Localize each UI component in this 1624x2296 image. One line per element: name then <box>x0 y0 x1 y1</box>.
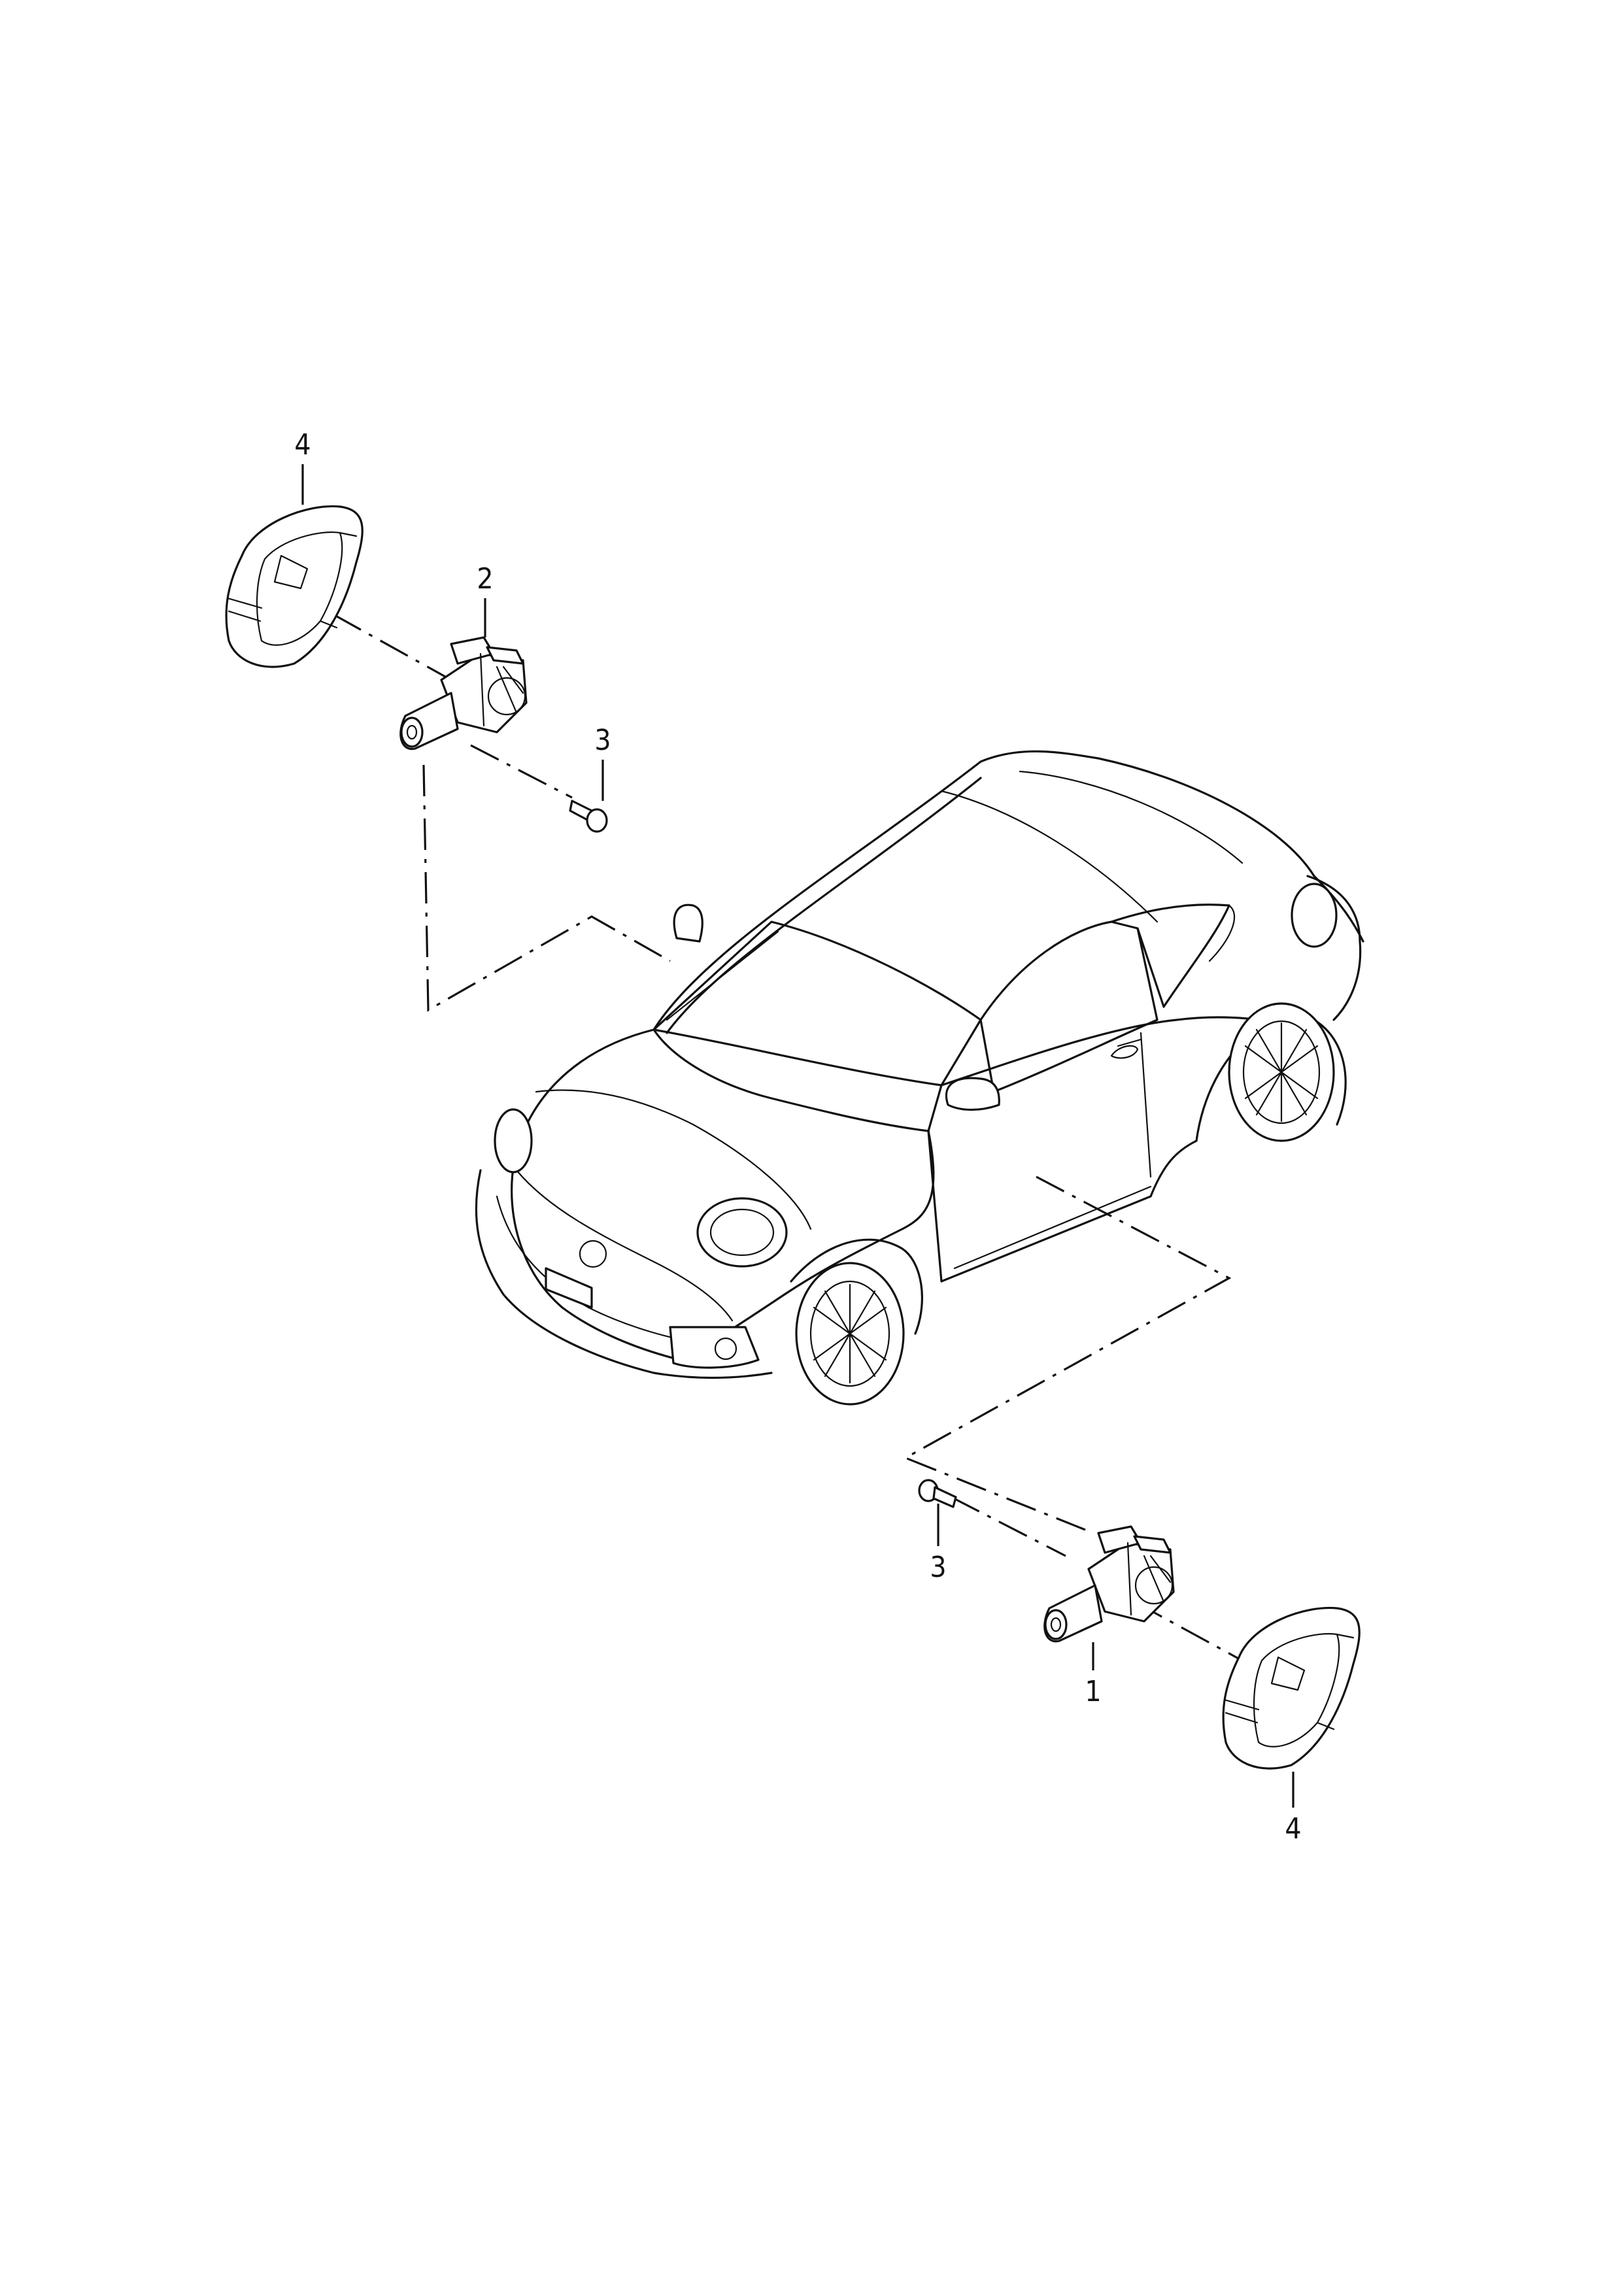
callout-2: 2 <box>477 562 494 637</box>
assembly-line-ring-to-motor-top <box>333 613 452 681</box>
assembly-line-screw-to-motor-bottom <box>951 1496 1066 1557</box>
seal-ring-bottom <box>1222 1606 1361 1770</box>
callout-3-bottom: 3 <box>930 1504 947 1584</box>
callout-label: 4 <box>1285 1812 1301 1846</box>
callout-label: 4 <box>294 428 311 462</box>
callout-label: 3 <box>930 1551 946 1584</box>
callout-4-bottom: 4 <box>1285 1772 1302 1846</box>
callout-label: 2 <box>477 562 493 596</box>
screw-top <box>569 800 608 833</box>
assembly-lines <box>333 613 1243 1662</box>
assembly-line-motor-to-screw-top <box>470 744 573 799</box>
callout-1: 1 <box>1085 1642 1102 1708</box>
callout-label: 3 <box>594 724 611 757</box>
assembly-line-motor-top-to-car <box>422 764 671 1012</box>
callout-4-top: 4 <box>294 428 311 505</box>
screw-bottom <box>918 1479 957 1508</box>
callout-3-top: 3 <box>594 724 611 801</box>
assembly-line-car-to-motor-bottom <box>903 1175 1232 1531</box>
seal-ring-top <box>225 505 364 668</box>
callout-label: 1 <box>1085 1675 1101 1708</box>
car-illustration <box>475 750 1364 1406</box>
window-motor-top <box>399 636 528 751</box>
window-motor-bottom <box>1043 1525 1175 1643</box>
